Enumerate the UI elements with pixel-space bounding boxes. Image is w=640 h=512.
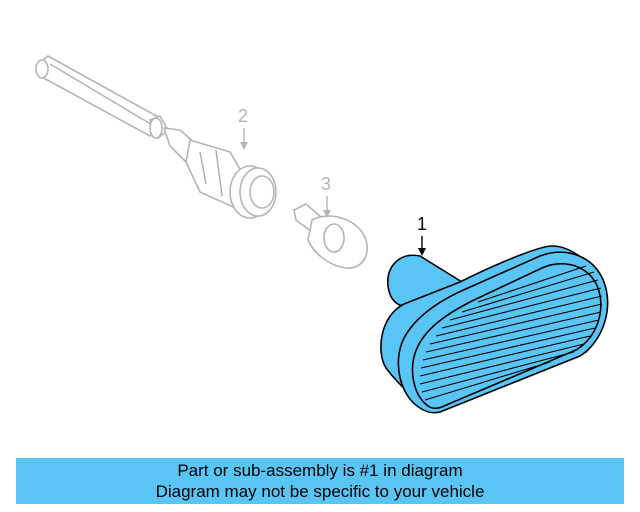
callout-2: 2 <box>238 106 248 150</box>
footer-banner: Part or sub-assembly is #1 in diagram Di… <box>16 458 624 504</box>
socket-part-2 <box>35 55 277 219</box>
bulb-part-3 <box>293 203 368 269</box>
callout-label-2: 2 <box>238 106 248 126</box>
callout-label-3: 3 <box>321 174 331 194</box>
footer-line-2: Diagram may not be specific to your vehi… <box>155 482 485 501</box>
footer-line-1: Part or sub-assembly is #1 in diagram <box>177 461 463 480</box>
parts-diagram: 2 3 1 <box>35 55 609 414</box>
callout-1: 1 <box>417 214 427 256</box>
side-marker-lamp-part-1 <box>380 245 609 414</box>
callout-label-1: 1 <box>417 214 427 234</box>
callout-3: 3 <box>321 174 331 218</box>
